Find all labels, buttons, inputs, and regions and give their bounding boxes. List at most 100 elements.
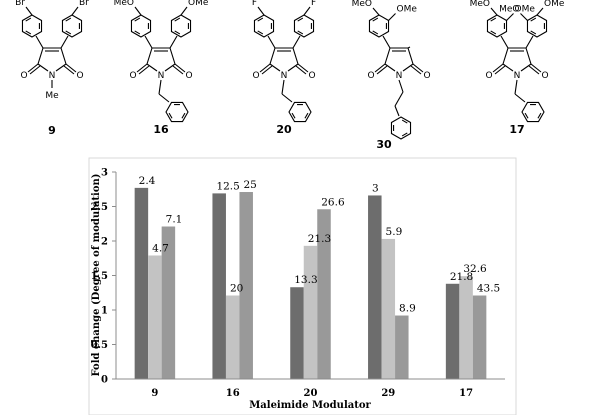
bond xyxy=(269,47,276,65)
aromatic-ring xyxy=(486,14,508,38)
bond xyxy=(257,30,264,35)
bond xyxy=(401,132,408,137)
bond xyxy=(297,17,304,22)
bond xyxy=(134,30,141,35)
bond xyxy=(525,47,532,65)
y-ticks: 00.511.522.53 xyxy=(91,168,116,386)
bond xyxy=(490,7,498,16)
atom-label: OMe xyxy=(188,0,209,8)
bond xyxy=(25,6,33,16)
bond xyxy=(374,63,386,73)
bars xyxy=(134,187,487,379)
bond xyxy=(388,13,396,21)
atom-label: MeO xyxy=(114,0,134,8)
bond xyxy=(172,65,184,75)
atom-label: O xyxy=(541,71,548,81)
bond xyxy=(492,63,504,73)
bond xyxy=(384,47,391,65)
bond xyxy=(144,35,153,49)
bar xyxy=(459,276,473,379)
atom-label: MeO xyxy=(352,0,372,9)
x-category-label: 20 xyxy=(304,388,318,399)
atom-label: MeO xyxy=(470,0,490,9)
y-tick-label: 0.5 xyxy=(91,340,108,351)
atom-label: N xyxy=(396,71,403,81)
bond xyxy=(502,63,514,72)
bond xyxy=(146,63,158,72)
atom-label: N xyxy=(514,71,521,81)
aromatic-ring xyxy=(526,14,548,38)
bar xyxy=(472,295,487,379)
bond xyxy=(267,35,276,49)
data-label: 21.8 xyxy=(450,271,473,283)
bar xyxy=(290,287,304,379)
bond xyxy=(372,30,379,35)
bond xyxy=(394,91,404,107)
atom-label: OMe xyxy=(544,0,565,9)
data-label: 20 xyxy=(230,283,243,295)
bond xyxy=(292,47,299,65)
data-label: 5.9 xyxy=(386,226,403,238)
data-labels: 2.44.77.112.5202513.321.326.635.98.921.8… xyxy=(139,175,501,315)
bond xyxy=(174,30,181,35)
bond xyxy=(71,6,79,16)
bond xyxy=(407,46,411,49)
bond xyxy=(506,13,514,21)
bond xyxy=(384,63,396,72)
bond xyxy=(536,7,544,16)
compound-number: 20 xyxy=(276,123,292,136)
bond xyxy=(297,30,304,35)
bond xyxy=(530,63,542,73)
chart-frame xyxy=(88,157,517,415)
bond xyxy=(37,63,49,72)
bond xyxy=(269,63,281,72)
x-category-label: 16 xyxy=(226,388,240,399)
bond xyxy=(146,47,153,65)
atom-label: OMe xyxy=(515,5,536,15)
bond xyxy=(528,65,540,75)
bond xyxy=(490,30,497,35)
bond xyxy=(65,30,72,35)
compound-number: 16 xyxy=(153,123,169,136)
bond xyxy=(394,105,400,117)
bond xyxy=(520,13,528,21)
bond xyxy=(297,63,309,73)
bond xyxy=(60,35,69,49)
y-tick-label: 1.5 xyxy=(91,271,108,282)
bond xyxy=(27,63,39,73)
bond xyxy=(372,7,380,16)
bond xyxy=(412,63,424,73)
x-axis-title: Maleimide Modulator xyxy=(249,400,371,411)
bond xyxy=(398,79,404,93)
bar xyxy=(368,195,382,379)
bond xyxy=(134,17,141,22)
bond xyxy=(259,63,271,73)
atom-label: Br xyxy=(15,0,25,8)
bar xyxy=(381,238,396,379)
bond xyxy=(60,47,67,65)
bond xyxy=(292,35,301,49)
bond xyxy=(65,17,72,22)
y-tick-label: 0 xyxy=(101,375,108,386)
bond xyxy=(257,17,264,22)
bond xyxy=(500,35,509,49)
y-tick-label: 2.5 xyxy=(91,202,108,213)
y-tick-label: 1 xyxy=(101,306,108,317)
data-label: 4.7 xyxy=(152,242,169,254)
atom-label: F xyxy=(252,0,257,8)
bond xyxy=(520,63,532,72)
aromatic-ring xyxy=(390,116,412,140)
bond xyxy=(29,65,41,75)
bond xyxy=(281,79,285,95)
atom-label: OMe xyxy=(397,5,418,15)
bond xyxy=(257,6,265,16)
atom-label: O xyxy=(308,71,315,81)
bond xyxy=(261,65,273,75)
bond xyxy=(402,63,414,72)
bond xyxy=(169,35,178,49)
y-tick-label: 3 xyxy=(101,168,108,179)
bond xyxy=(136,63,148,73)
bar xyxy=(225,295,240,379)
